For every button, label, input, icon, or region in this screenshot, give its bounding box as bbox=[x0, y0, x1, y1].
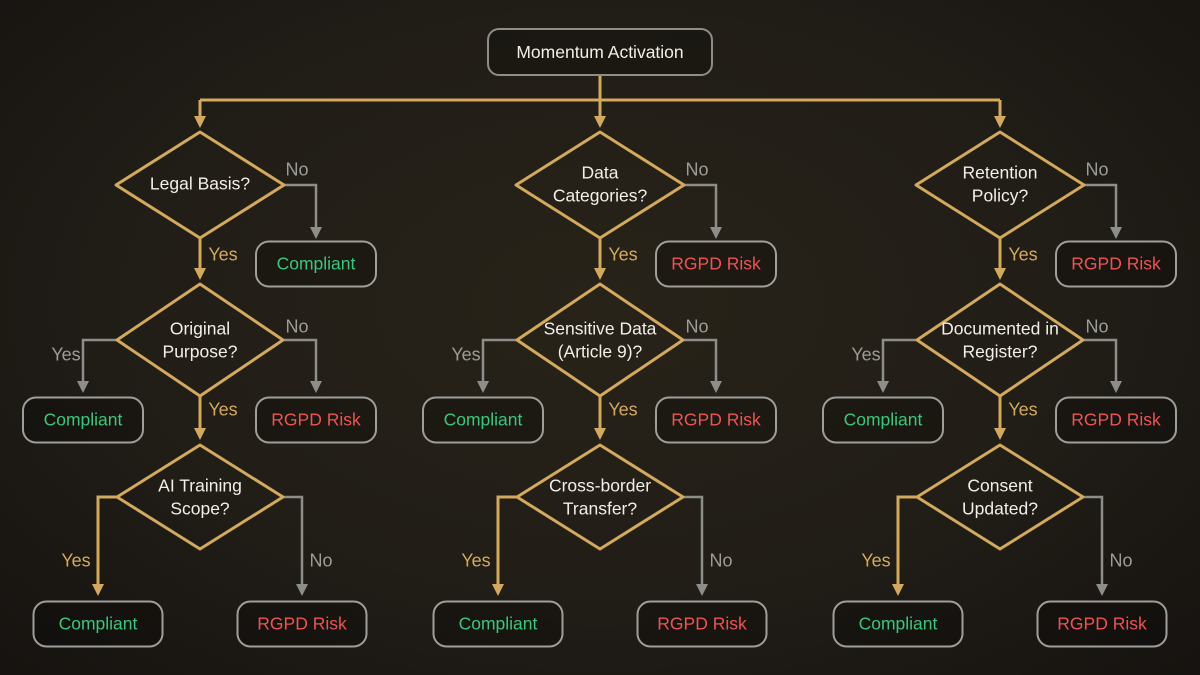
outcome-node: RGPD Risk bbox=[1036, 600, 1168, 648]
outcome-node: RGPD Risk bbox=[1055, 240, 1177, 288]
outcome-node: RGPD Risk bbox=[655, 240, 777, 288]
outcome-label: Compliant bbox=[843, 409, 923, 430]
outcome-node: RGPD Risk bbox=[655, 396, 777, 444]
edge-label-no: No bbox=[285, 159, 309, 180]
decision-node-ai-training-scope: AI Training Scope? bbox=[158, 475, 242, 518]
edge-label-no: No bbox=[709, 550, 733, 571]
outcome-node: RGPD Risk bbox=[1055, 396, 1177, 444]
outcome-label: RGPD Risk bbox=[1071, 409, 1161, 430]
edge-label-no: No bbox=[1085, 159, 1109, 180]
outcome-node: Compliant bbox=[255, 240, 377, 288]
decision-node-cross-border-transfer: Cross-border Transfer? bbox=[548, 475, 652, 518]
edge-label-yes: Yes bbox=[461, 550, 491, 571]
outcome-label: Compliant bbox=[276, 253, 356, 274]
decision-node-documented-in-register: Documented in Register? bbox=[941, 318, 1059, 361]
outcome-label: RGPD Risk bbox=[271, 409, 361, 430]
outcome-label: RGPD Risk bbox=[671, 253, 761, 274]
outcome-node: RGPD Risk bbox=[236, 600, 368, 648]
edge-label-no: No bbox=[309, 550, 333, 571]
outcome-label: Compliant bbox=[58, 613, 138, 634]
outcome-node: RGPD Risk bbox=[636, 600, 768, 648]
outcome-node: Compliant bbox=[822, 396, 944, 444]
outcome-label: RGPD Risk bbox=[1057, 613, 1147, 634]
outcome-label: RGPD Risk bbox=[671, 409, 761, 430]
edge-label-yes: Yes bbox=[861, 550, 891, 571]
decision-node-retention-policy: Retention Policy? bbox=[962, 162, 1038, 205]
outcome-node: Compliant bbox=[32, 600, 164, 648]
outcome-node: Compliant bbox=[432, 600, 564, 648]
outcome-label: Compliant bbox=[443, 409, 523, 430]
outcome-label: RGPD Risk bbox=[657, 613, 747, 634]
edge-label-yes: Yes bbox=[608, 399, 638, 420]
root-node: Momentum Activation bbox=[487, 28, 713, 76]
edge-label-yes: Yes bbox=[51, 344, 81, 365]
edge-label-yes: Yes bbox=[61, 550, 91, 571]
outcome-label: Compliant bbox=[43, 409, 123, 430]
edge-label-no: No bbox=[285, 316, 309, 337]
outcome-label: RGPD Risk bbox=[257, 613, 347, 634]
outcome-node: Compliant bbox=[22, 396, 144, 444]
decision-node-original-purpose: Original Purpose? bbox=[162, 318, 238, 361]
outcome-label: RGPD Risk bbox=[1071, 253, 1161, 274]
outcome-node: Compliant bbox=[832, 600, 964, 648]
outcome-label: Compliant bbox=[858, 613, 938, 634]
edge-label-no: No bbox=[685, 316, 709, 337]
outcome-label: Compliant bbox=[458, 613, 538, 634]
edge-label-yes: Yes bbox=[851, 344, 881, 365]
edge-label-no: No bbox=[1085, 316, 1109, 337]
edge-label-yes: Yes bbox=[1008, 399, 1038, 420]
edge-label-yes: Yes bbox=[451, 344, 481, 365]
decision-node-consent-updated: Consent Updated? bbox=[962, 475, 1038, 518]
edge-label-yes: Yes bbox=[608, 244, 638, 265]
decision-node-data-categories: Data Categories? bbox=[552, 162, 648, 205]
outcome-node: RGPD Risk bbox=[255, 396, 377, 444]
edge-label-yes: Yes bbox=[208, 244, 238, 265]
outcome-node: Compliant bbox=[422, 396, 544, 444]
decision-node-legal-basis: Legal Basis? bbox=[149, 173, 251, 194]
edge-label-no: No bbox=[1109, 550, 1133, 571]
decision-node-sensitive-data: Sensitive Data (Article 9)? bbox=[543, 318, 657, 361]
edge-label-yes: Yes bbox=[1008, 244, 1038, 265]
edge-label-yes: Yes bbox=[208, 399, 238, 420]
edge-label-no: No bbox=[685, 159, 709, 180]
